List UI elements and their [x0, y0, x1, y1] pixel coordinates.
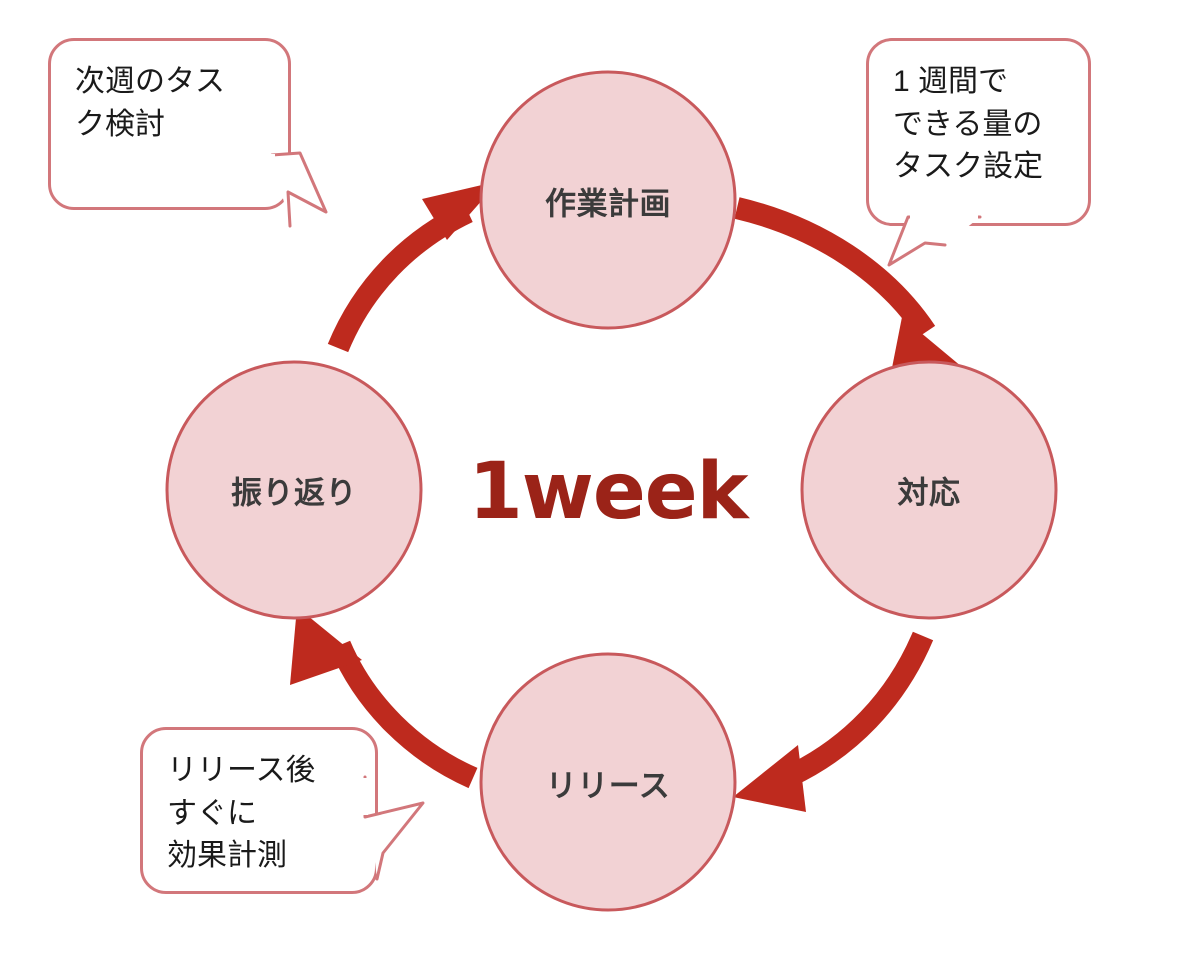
node-circle-plan[interactable]	[479, 70, 737, 330]
arrow-release-to-review	[290, 607, 478, 789]
node-circle-release[interactable]	[479, 652, 737, 912]
callout-weekly-capacity: 1 週間で できる量の タスク設定	[866, 38, 1091, 226]
arrow-review-to-plan	[327, 181, 499, 353]
arrow-do-to-release	[733, 631, 934, 812]
center-label-1week: 1week	[468, 447, 748, 537]
callout-measure-after-release: リリース後 すぐに 効果計測	[140, 727, 378, 894]
arrow-plan-to-do	[734, 197, 968, 378]
node-circle-do[interactable]	[800, 360, 1058, 620]
node-circle-review[interactable]	[165, 360, 423, 620]
callout-next-week-tasks: 次週のタス ク検討	[48, 38, 291, 210]
